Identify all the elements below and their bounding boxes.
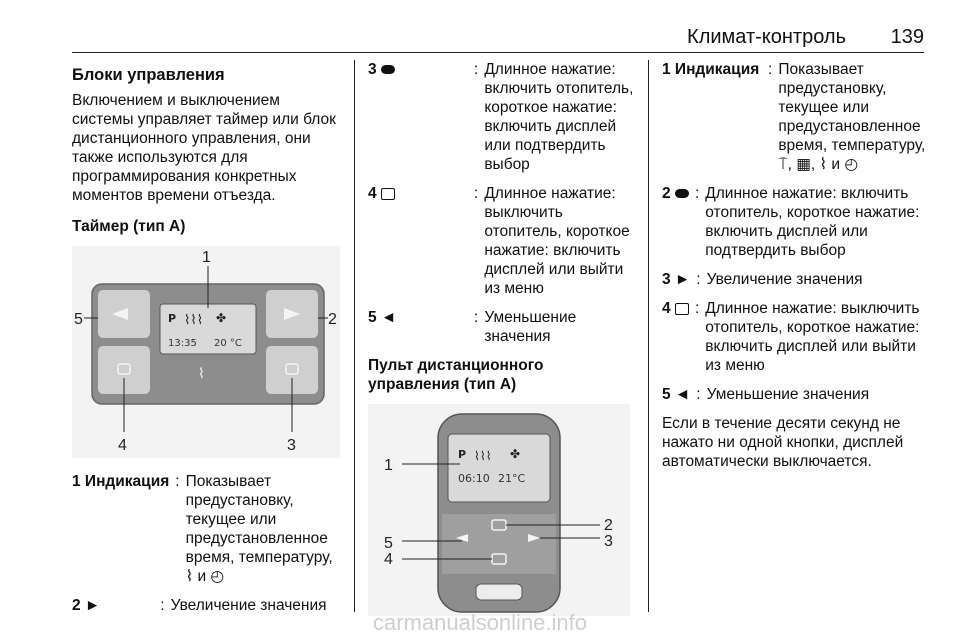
definition-row: 2 : Длинное нажатие: включить отопитель,…: [662, 184, 930, 260]
pill-button-icon: [380, 65, 395, 75]
description: Длинное нажатие: выключить отопитель, ко…: [705, 300, 920, 374]
right-arrow-icon: [528, 534, 540, 542]
display-temp: 20 °C: [214, 338, 242, 349]
box-button-icon: [380, 187, 395, 200]
term: 4: [368, 185, 377, 202]
display-time: 13:35: [168, 338, 197, 349]
column-divider: [648, 60, 649, 612]
left-arrow-icon: [112, 308, 128, 320]
description: Увеличение значения: [706, 271, 863, 288]
definition-row: 4 : Длинное нажатие: выключить отопитель…: [662, 299, 930, 375]
box-icon: [285, 363, 299, 375]
pill-button-icon: [674, 189, 689, 199]
section-heading: Блоки управления: [72, 66, 225, 84]
svg-text:⌇⌇⌇: ⌇⌇⌇: [184, 313, 203, 328]
page-header: Климат-контроль 139: [72, 22, 924, 53]
left-arrow-icon: [456, 534, 468, 542]
callout-2: 2: [604, 517, 613, 534]
callout-2: 2: [328, 311, 337, 328]
bottom-right-button: [266, 346, 318, 394]
definition-row: 5 ◄ : Уменьшение значения: [368, 308, 638, 346]
term: 2 ►: [72, 597, 101, 614]
svg-text:⌇⌇⌇: ⌇⌇⌇: [474, 449, 492, 463]
definition-row: 2 ► : Увеличение значения: [72, 596, 344, 615]
term: 1 Индикация: [72, 473, 170, 490]
description: Показывает предустановку, текущее или пр…: [185, 473, 333, 585]
callout-1: 1: [202, 249, 211, 266]
definition-row: 3 ► : Увеличение значения: [662, 270, 930, 289]
display-p: P: [458, 448, 466, 461]
term: 4: [662, 300, 671, 317]
term: 5 ◄: [368, 309, 397, 326]
column-2: 3 : Длинное нажатие: включить отопитель,…: [368, 60, 638, 630]
remote-heading: Пульт дистанционного управления (тип A): [368, 357, 544, 393]
closing-paragraph: Если в течение десяти секунд не нажато н…: [662, 415, 904, 470]
bottom-left-button: [98, 346, 150, 394]
definition-row: 5 ◄ : Уменьшение значения: [662, 385, 930, 404]
column-divider: [354, 60, 355, 612]
timer-illustration: P ⌇⌇⌇ ✤ 13:35 20 °C ⌇ 1 2 3 4 5: [74, 249, 337, 454]
term: 3: [368, 61, 377, 78]
description: Уменьшение значения: [484, 309, 577, 345]
callout-3: 3: [604, 533, 613, 550]
term: 3 ►: [662, 271, 691, 288]
intro-paragraph: Включением и выключением системы управля…: [72, 92, 336, 204]
watermark: carmanualsonline.info: [372, 610, 588, 635]
callout-1: 1: [384, 457, 393, 474]
term: 1 Индикация: [662, 61, 760, 78]
display-time: 06:10: [458, 472, 490, 485]
callout-5: 5: [74, 311, 83, 328]
description: Длинное нажатие: включить отопитель, кор…: [484, 61, 634, 173]
description: Показывает предустановку, текущее или пр…: [778, 61, 926, 173]
term: 5 ◄: [662, 386, 691, 403]
svg-text:✤: ✤: [216, 311, 226, 325]
callout-4: 4: [118, 437, 127, 454]
definition-row: 1 Индикация : Показывает предустановку, …: [72, 472, 344, 586]
remote-figure: P ⌇⌇⌇ ✤ 06:10 21°C 1 2 3 4 5: [368, 404, 630, 616]
definition-row: 1 Индикация : Показывает предустановку, …: [662, 60, 930, 174]
callout-5: 5: [384, 535, 393, 552]
definition-row: 4 : Длинное нажатие: выключить отопитель…: [368, 184, 638, 298]
column-1: Блоки управления Включением и выключение…: [72, 60, 344, 625]
description: Длинное нажатие: выключить отопитель, ко…: [484, 185, 630, 297]
display-temp: 21°C: [498, 472, 525, 485]
description: Длинное нажатие: включить отопитель, кор…: [705, 185, 920, 259]
definition-row: 3 : Длинное нажатие: включить отопитель,…: [368, 60, 638, 174]
display-p: P: [168, 312, 176, 325]
section-title: Климат-контроль: [687, 26, 846, 48]
remote-illustration: P ⌇⌇⌇ ✤ 06:10 21°C 1 2 3 4 5: [384, 413, 613, 613]
term: 2: [662, 185, 671, 202]
page-number: 139: [890, 26, 924, 48]
svg-text:⌇: ⌇: [198, 366, 205, 382]
box-icon: [117, 363, 131, 375]
timer-figure: P ⌇⌇⌇ ✤ 13:35 20 °C ⌇ 1 2 3 4 5: [72, 246, 340, 458]
callout-4: 4: [384, 551, 393, 568]
description: Увеличение значения: [170, 597, 327, 614]
right-arrow-icon: [284, 308, 300, 320]
callout-3: 3: [287, 437, 296, 454]
description: Уменьшение значения: [706, 386, 870, 403]
svg-text:✤: ✤: [510, 447, 520, 461]
timer-heading: Таймер (тип A): [72, 218, 186, 235]
column-3: 1 Индикация : Показывает предустановку, …: [662, 60, 930, 483]
box-button-icon: [674, 302, 689, 315]
